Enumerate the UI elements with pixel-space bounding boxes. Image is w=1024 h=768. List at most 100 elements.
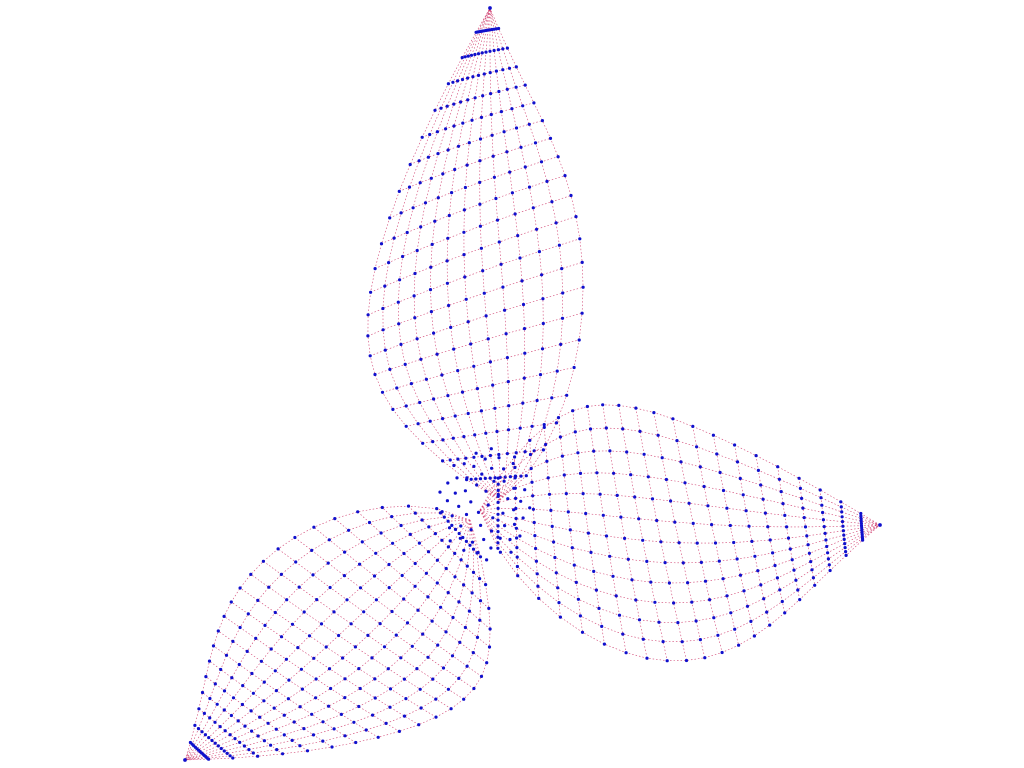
vertex-point	[370, 656, 374, 660]
vertex-point	[841, 529, 846, 533]
vertex-point	[224, 653, 229, 657]
vertex-point	[728, 523, 732, 528]
wire-line	[479, 509, 881, 584]
vertex-point	[595, 471, 599, 475]
vertex-point	[326, 561, 330, 565]
vertex-point	[376, 735, 380, 739]
vertex-point	[802, 516, 806, 520]
vertex-point	[402, 677, 406, 681]
vertex-point	[614, 594, 618, 598]
vertex-point	[474, 477, 478, 481]
vertex-point	[415, 248, 419, 253]
vertex-point	[374, 598, 378, 602]
vertex-point	[251, 751, 255, 755]
vertex-point	[497, 456, 501, 460]
vertex-point	[465, 564, 469, 568]
vertex-point	[773, 563, 777, 568]
vertex-point	[337, 633, 341, 638]
vertex-point	[321, 720, 325, 724]
vertex-point	[540, 273, 544, 277]
vertex-point	[441, 172, 445, 176]
vertex-point	[675, 439, 679, 443]
vertex-point	[738, 476, 742, 481]
vertex-point	[476, 73, 481, 77]
vertex-point	[572, 365, 576, 370]
vertex-point	[481, 94, 485, 98]
vertex-point	[475, 635, 480, 640]
vertex-point	[418, 181, 422, 185]
vertex-point	[436, 152, 440, 156]
vertex-point	[786, 536, 791, 540]
vertex-point	[778, 588, 782, 592]
vertex-point	[496, 524, 500, 528]
vertex-point	[515, 536, 519, 540]
vertex-point	[497, 89, 501, 94]
vertex-point	[442, 515, 446, 519]
wire-line	[479, 472, 881, 526]
vertex-point	[464, 512, 469, 517]
vertex-point	[554, 571, 558, 575]
vertex-point	[598, 492, 602, 496]
vertex-point	[392, 236, 396, 240]
vertex-point	[492, 48, 496, 53]
vertex-point	[540, 119, 545, 123]
vertex-point	[482, 72, 486, 76]
vertex-point	[490, 466, 494, 470]
vertex-point	[572, 563, 576, 567]
vertex-point	[624, 651, 628, 655]
vertex-point	[592, 449, 596, 453]
vertex-point	[404, 697, 408, 701]
vertex-point	[498, 536, 502, 540]
vertex-point	[407, 185, 412, 189]
vertex-point	[448, 539, 452, 543]
vertex-point	[507, 66, 512, 70]
vertex-point	[243, 724, 247, 728]
vertex-point	[809, 560, 813, 564]
vertex-point	[263, 623, 267, 628]
vertex-point	[242, 744, 246, 748]
vertex-point	[859, 517, 863, 521]
vertex-point	[783, 611, 787, 615]
vertex-point	[621, 427, 625, 431]
vertex-point	[420, 518, 424, 522]
vertex-point	[842, 533, 846, 537]
vertex-point	[509, 550, 513, 554]
vertex-point	[427, 525, 431, 529]
vertex-point	[496, 492, 500, 497]
vertex-point	[426, 155, 430, 159]
vertex-point	[826, 557, 831, 561]
vertex-point	[562, 473, 566, 477]
vertex-point	[800, 496, 804, 500]
vertex-point	[485, 661, 489, 665]
wire-line	[422, 102, 534, 138]
vertex-point	[231, 696, 236, 700]
vertex-point	[673, 520, 677, 524]
vertex-point	[476, 52, 481, 56]
vertex-point	[456, 369, 460, 373]
vertex-point	[823, 531, 827, 536]
vertex-point	[496, 518, 500, 522]
vertex-point	[470, 540, 475, 544]
vertex-point	[452, 347, 456, 351]
vertex-point	[457, 676, 461, 681]
vertex-point	[604, 426, 608, 430]
wire-line	[184, 519, 481, 761]
vertex-point	[515, 564, 520, 569]
wire-line	[463, 7, 501, 501]
vertex-point	[541, 448, 546, 452]
vertex-point	[219, 746, 223, 751]
vertex-point	[421, 441, 425, 445]
vertex-point	[200, 730, 204, 734]
vertex-point	[797, 476, 801, 480]
wire-line	[479, 509, 881, 662]
vertex-point	[484, 489, 488, 493]
vertex-point	[519, 474, 523, 478]
vertex-point	[690, 600, 694, 604]
vertex-point	[798, 486, 803, 490]
vertex-point	[540, 347, 545, 351]
vertex-point	[629, 473, 633, 477]
vertex-point	[446, 148, 450, 152]
vertex-point	[399, 523, 403, 528]
vertex-point	[745, 604, 750, 608]
